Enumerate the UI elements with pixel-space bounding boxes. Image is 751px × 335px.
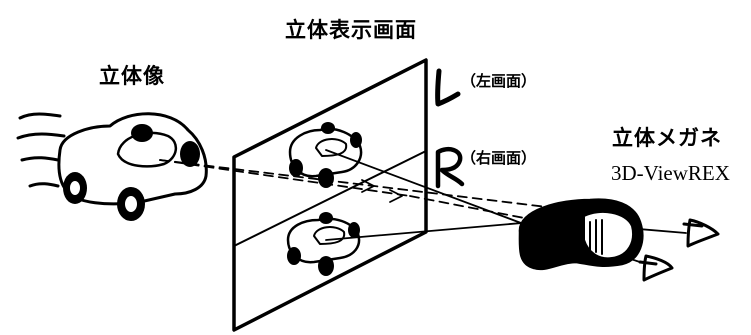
stereo-glasses-label: 立体メガネ bbox=[612, 126, 722, 150]
left-screen-car bbox=[288, 122, 363, 188]
screen-divider bbox=[233, 150, 427, 247]
right-screen-car bbox=[286, 212, 361, 276]
sight-lines-dashed bbox=[159, 159, 556, 223]
left-screen-label: （左画面） bbox=[461, 72, 537, 90]
stereo-car-image bbox=[57, 112, 208, 221]
right-screen-label: （右画面） bbox=[461, 149, 537, 167]
eye-arrow-icon bbox=[638, 218, 720, 282]
stereo-display-screen-label: 立体表示画面 bbox=[285, 18, 417, 42]
letter-l-icon bbox=[435, 68, 461, 107]
speed-lines bbox=[16, 112, 66, 188]
arrow-marks bbox=[361, 179, 403, 203]
stereo-glasses-icon bbox=[518, 198, 644, 271]
car-wheel bbox=[180, 141, 200, 167]
letter-r-icon bbox=[435, 147, 465, 189]
stereo-image-label: 立体像 bbox=[99, 64, 165, 88]
product-name-label: 3D-ViewREX bbox=[611, 161, 730, 185]
car-wheel bbox=[131, 124, 153, 142]
